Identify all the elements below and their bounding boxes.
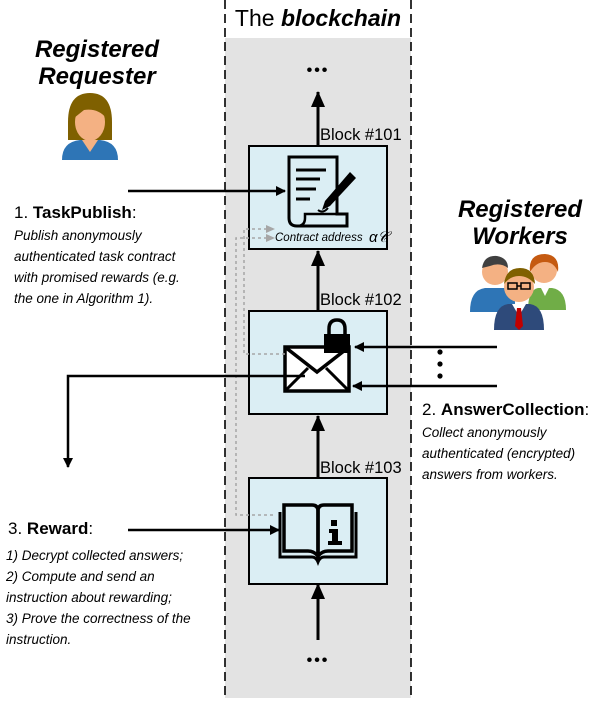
block-101: Contract address α𝒞 — [248, 145, 393, 250]
task-publish-title: 1. TaskPublish: — [14, 203, 137, 222]
reward-desc-1: 1) Decrypt collected answers; — [6, 548, 183, 563]
block-101-label: Block #101 — [320, 126, 402, 144]
task-publish-desc-3: with promised rewards (e.g. — [14, 270, 180, 285]
workers-title-line2: Workers — [472, 223, 568, 250]
workers-group: Registered Workers — [437, 196, 583, 379]
answer-collection-step: 2. AnswerCollection: Collect anonymously… — [422, 400, 589, 482]
reward-step: 3. Reward: 1) Decrypt collected answers;… — [5, 519, 191, 647]
reward-desc-5: instruction. — [6, 632, 71, 647]
info-book-icon — [278, 503, 358, 567]
contract-address-symbol: α𝒞 — [369, 229, 393, 246]
answer-collection-desc-3: answers from workers. — [422, 467, 558, 482]
female-user-icon — [62, 93, 118, 160]
reward-desc-2: 2) Compute and send an — [5, 569, 155, 584]
chain-bottom-dots: ••• — [307, 652, 330, 669]
task-publish-desc-4: the one in Algorithm 1). — [14, 291, 153, 306]
answer-collection-desc-2: authenticated (encrypted) — [422, 446, 575, 461]
task-publish-desc-2: authenticated task contract — [14, 249, 177, 264]
requester-title-line1: Registered — [35, 36, 160, 63]
workers-title-line1: Registered — [458, 196, 583, 223]
task-publish-step: 1. TaskPublish: Publish anonymously auth… — [14, 203, 180, 306]
reward-desc-4: 3) Prove the correctness of the — [6, 611, 191, 626]
block-102 — [248, 310, 388, 415]
blockchain-title: The blockchain — [235, 5, 401, 31]
user-group-icon — [470, 254, 566, 330]
reward-desc-3: instruction about rewarding; — [6, 590, 172, 605]
block-103-label: Block #103 — [320, 459, 402, 477]
answer-collection-title: 2. AnswerCollection: — [422, 400, 589, 419]
more-workers-dots — [437, 349, 443, 379]
block-102-label: Block #102 — [320, 291, 402, 309]
contract-document-icon — [287, 155, 356, 228]
reward-feedback-arrow — [63, 374, 305, 468]
answer-collection-desc-1: Collect anonymously — [422, 425, 548, 440]
locked-envelope-icon — [283, 318, 351, 393]
contract-address-caption: Contract address — [275, 232, 363, 244]
requester-group: Registered Requester — [35, 36, 160, 160]
lock-icon — [324, 318, 350, 353]
task-publish-desc-1: Publish anonymously — [14, 228, 143, 243]
chain-top-dots: ••• — [307, 62, 330, 79]
requester-title-line2: Requester — [38, 63, 157, 90]
reward-title: 3. Reward: — [8, 519, 93, 538]
